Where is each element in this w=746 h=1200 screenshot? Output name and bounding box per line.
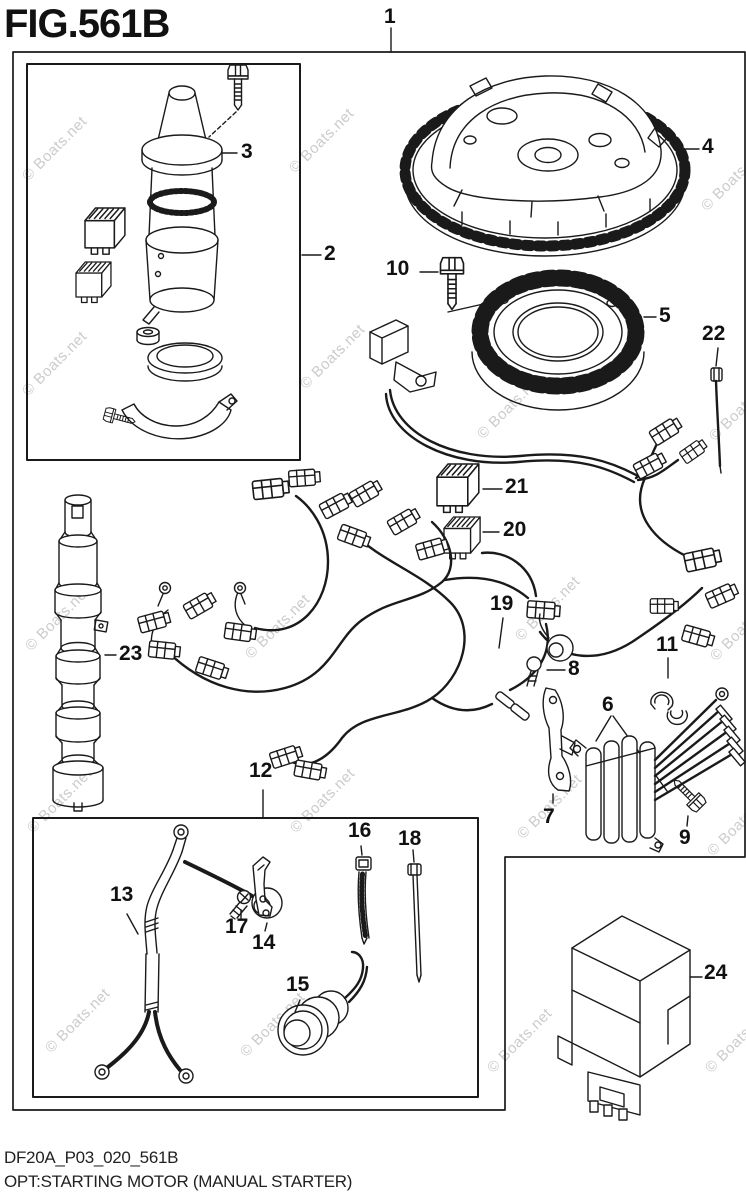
callout-2: 2	[324, 242, 336, 265]
callout-23: 23	[119, 642, 143, 665]
callout-17: 17	[225, 915, 249, 938]
clamp-11	[650, 657, 688, 726]
figure-title: FIG.561B	[4, 2, 170, 46]
callout-24: 24	[704, 961, 728, 984]
callout-9: 9	[679, 826, 691, 849]
callout-10: 10	[386, 257, 410, 280]
flywheel-drawing-4	[399, 75, 700, 257]
figure-part-code: DF20A_P03_020_561B	[4, 1148, 179, 1167]
callout-19: 19	[490, 592, 514, 615]
starter-button-15	[277, 950, 369, 1056]
callout-18: 18	[398, 827, 422, 850]
cylindrical-part-23	[52, 494, 117, 812]
figure-caption: OPT:STARTING MOTOR (MANUAL STARTER)	[4, 1172, 353, 1191]
screw-17	[229, 889, 252, 920]
callout-4: 4	[702, 135, 714, 158]
rectifier-6	[569, 687, 746, 853]
callout-6: 6	[602, 693, 614, 716]
bracket-14	[252, 856, 273, 932]
callout-7: 7	[543, 805, 555, 828]
relay-21	[436, 463, 503, 514]
cable-tie-22	[710, 347, 723, 474]
screw-8	[526, 656, 566, 687]
callout-3: 3	[241, 140, 253, 163]
bolt-10	[419, 256, 502, 313]
battery-cable-13	[94, 824, 283, 1084]
cdi-unit-drawing-24	[557, 915, 703, 1121]
optional-kit-box-12	[32, 789, 479, 1098]
relay-20	[443, 516, 500, 560]
bracket-7	[542, 687, 576, 804]
callout-22: 22	[702, 322, 726, 345]
callout-12: 12	[249, 759, 273, 782]
strap-16	[355, 845, 372, 945]
wire-harness-drawing-12	[136, 468, 741, 782]
stator-drawing-5	[369, 269, 710, 484]
callout-1: 1	[384, 5, 396, 28]
callout-20: 20	[503, 518, 527, 541]
callout-5: 5	[659, 304, 671, 327]
callout-15: 15	[286, 973, 310, 996]
starter-motor-box-2	[26, 63, 322, 461]
callout-16: 16	[348, 819, 372, 842]
bolt-9	[667, 773, 708, 827]
assembly-boundary-1	[12, 27, 746, 1111]
callout-8: 8	[568, 657, 580, 680]
starter-motor-drawing	[75, 64, 249, 440]
callout-21: 21	[505, 475, 529, 498]
callout-13: 13	[110, 883, 134, 906]
cable-tie-18	[407, 849, 422, 983]
callout-14: 14	[252, 931, 276, 954]
callout-11: 11	[656, 633, 679, 656]
